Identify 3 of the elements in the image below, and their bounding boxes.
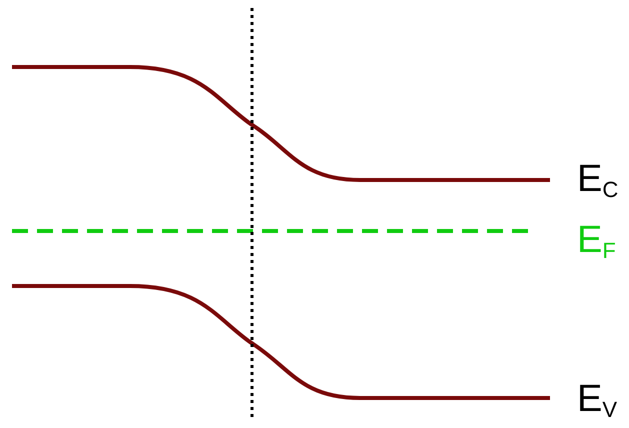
energy-level-label: E$_{C}$ <box>577 160 618 201</box>
energy-level-label: E$_{V}$ <box>577 380 618 421</box>
energy-level-label: E$_{F}$ <box>577 221 616 262</box>
